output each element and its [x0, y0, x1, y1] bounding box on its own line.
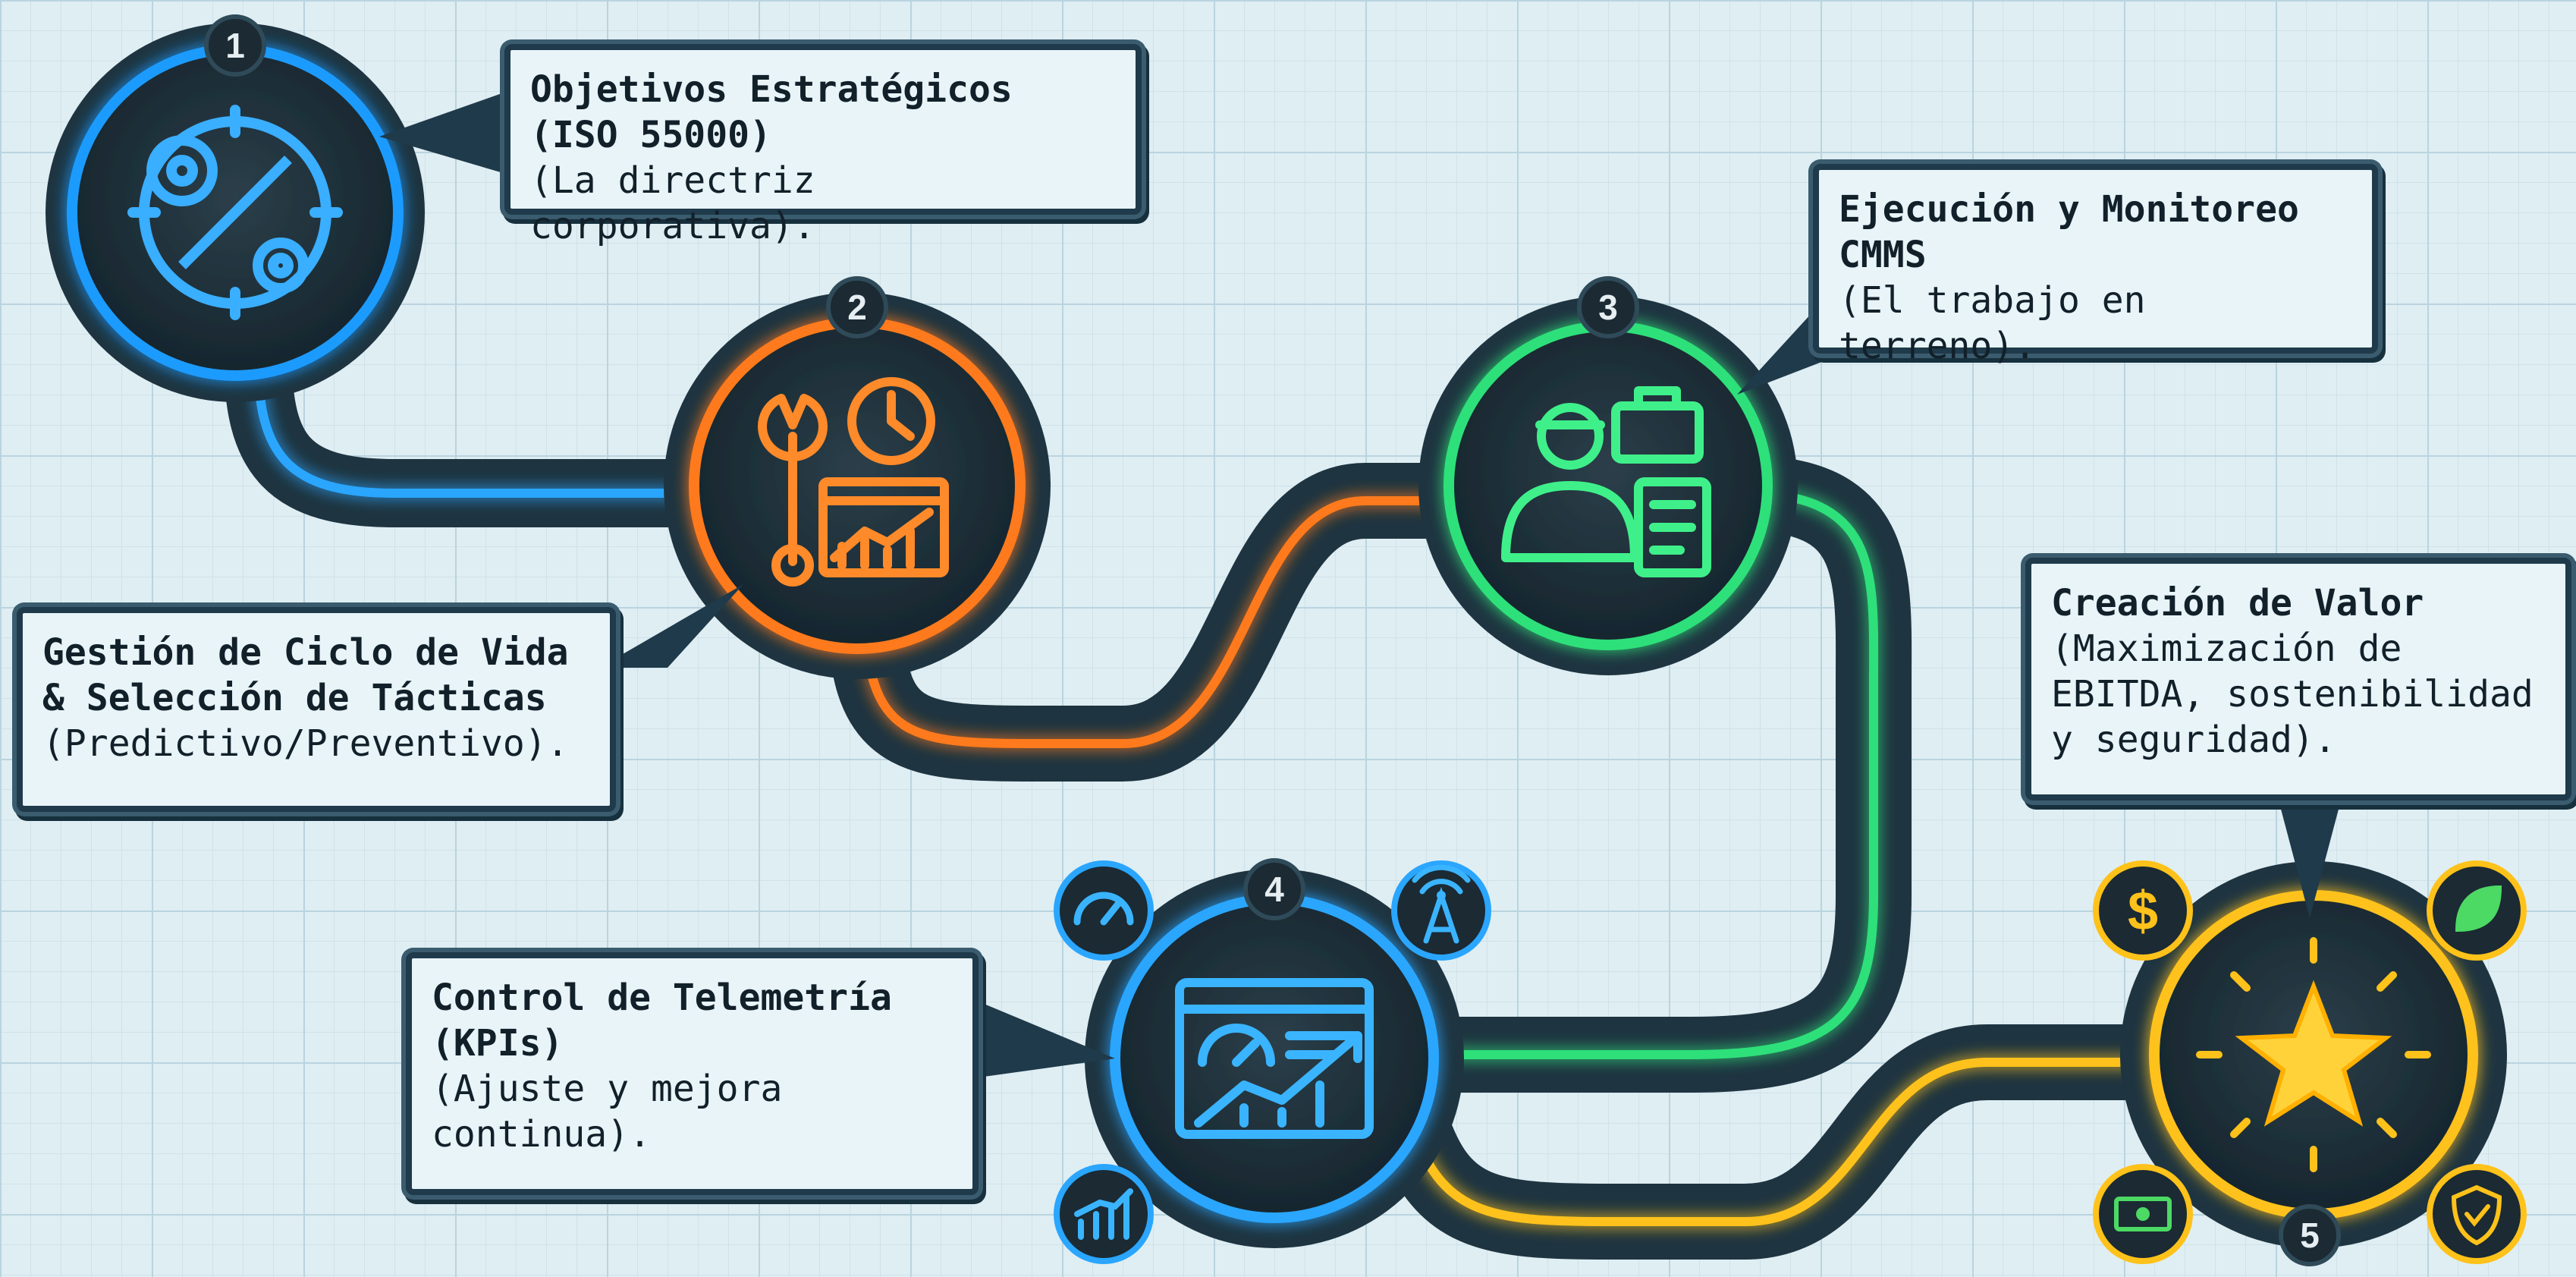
step-3-title-line-1: Ejecución y Monitoreo [1839, 188, 2299, 231]
step-2-number: 2 [847, 288, 867, 327]
step-2-title-line-1: Gestión de Ciclo de Vida [42, 631, 569, 674]
gears-compass-icon [127, 105, 343, 320]
step-1-hub: 1 [46, 14, 425, 402]
svg-text:$: $ [2128, 881, 2158, 942]
connector-4-5 [1373, 1024, 2207, 1260]
step-1-title-line-1: Objetivos Estratégicos [530, 68, 1013, 111]
connector-3-4 [1381, 455, 1912, 1093]
step-5-hub: 5 $ [2093, 860, 2527, 1266]
step-4-number: 4 [1264, 870, 1284, 909]
banknote-icon [2093, 1164, 2193, 1264]
step-4-callout: Control de Telemetría (KPIs) (Ajuste y m… [406, 952, 979, 1195]
step-5-number: 5 [2300, 1216, 2320, 1255]
step-5-title-line-1: Creación de Valor [2051, 582, 2424, 624]
leaf-icon [2427, 860, 2527, 961]
bar-trend-icon [1054, 1164, 1154, 1264]
step-3-title-line-2: CMMS [1839, 234, 1927, 276]
step-2-description: (Predictivo/Preventivo). [42, 722, 569, 765]
step-3-description: (El trabajo en terreno). [1839, 279, 2146, 367]
step-1-title-line-2: (ISO 55000) [530, 114, 771, 156]
step-2-title-line-2: & Selección de Tácticas [42, 677, 547, 719]
step-4-title-line-2: (KPIs) [432, 1022, 564, 1065]
step-4-description-line-1: (Ajuste y mejora [432, 1068, 783, 1110]
step-1-number: 1 [225, 26, 245, 65]
step-5-description-line-1: (Maximización de [2051, 627, 2402, 670]
star-icon [2196, 937, 2431, 1172]
dashboard-trend-icon [1175, 978, 1374, 1139]
antenna-icon [1391, 860, 1491, 961]
step-4-hub: 4 [1054, 858, 1491, 1264]
step-1-description: (La directriz corporativa). [530, 159, 815, 247]
step-2-callout: Gestión de Ciclo de Vida & Selección de … [17, 607, 616, 812]
step-2-hub: 2 [664, 276, 1051, 679]
step-5-description-line-3: y seguridad). [2051, 719, 2336, 761]
connector-2-3 [827, 463, 1502, 782]
step-4-description-line-2: continua). [432, 1113, 651, 1156]
callout-pointers [379, 91, 2344, 1077]
step-4-title-line-1: Control de Telemetría [432, 977, 892, 1019]
gauge-icon [1054, 860, 1154, 961]
step-1-callout: Objetivos Estratégicos (ISO 55000) (La d… [504, 44, 1142, 247]
wrench-clock-chart-icon [758, 377, 949, 587]
step-3-callout: Ejecución y Monitoreo CMMS (El trabajo e… [1813, 164, 2378, 367]
step-5-callout: Creación de Valor (Maximización de EBITD… [2025, 558, 2571, 800]
dollar-icon: $ [2093, 860, 2193, 961]
step-3-hub: 3 [1418, 276, 1798, 675]
shield-check-icon [2427, 1164, 2527, 1264]
step-5-description-line-2: EBITDA, sostenibilidad [2051, 673, 2534, 716]
step-3-number: 3 [1598, 288, 1618, 327]
technician-toolbox-tablet-icon [1501, 386, 1711, 577]
